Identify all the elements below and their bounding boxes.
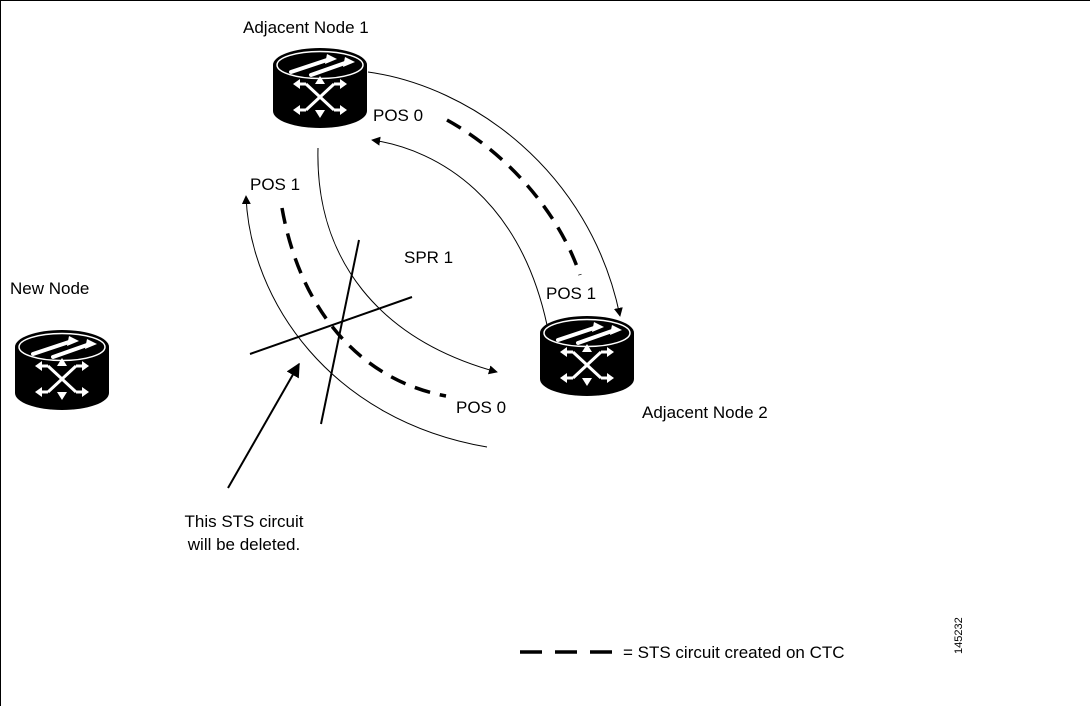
annotation-line-2: will be deleted. xyxy=(187,535,300,554)
sts-circuit-upper xyxy=(446,118,582,276)
legend-text: = STS circuit created on CTC xyxy=(623,643,845,662)
fiber-node1-to-node2 xyxy=(367,71,623,317)
port-label-node1-pos1: POS 1 xyxy=(250,175,300,194)
fiber-node2-to-node1 xyxy=(371,136,548,326)
port-label-node1-pos0: POS 0 xyxy=(373,106,423,125)
annotation-line-1: This STS circuit xyxy=(184,512,303,531)
adjacent-node-1-router-icon xyxy=(271,46,369,130)
port-label-node2-pos1: POS 1 xyxy=(546,284,596,303)
deletion-cross-stroke-1 xyxy=(249,296,413,355)
adjacent-node-1-label: Adjacent Node 1 xyxy=(243,18,369,37)
deletion-cross-stroke-2 xyxy=(320,239,360,425)
adjacent-node-2-label: Adjacent Node 2 xyxy=(642,403,768,422)
fiber-return-span xyxy=(241,195,488,448)
new-node-label: New Node xyxy=(10,279,89,298)
adjacent-node-2-router-icon xyxy=(538,314,636,398)
new-node-router-icon xyxy=(13,328,111,412)
fiber-node1-pos1-span xyxy=(317,147,498,375)
ring-label: SPR 1 xyxy=(404,248,453,267)
sts-circuit-lower xyxy=(280,207,447,398)
figure-id: 145232 xyxy=(953,617,965,654)
port-label-node2-pos0: POS 0 xyxy=(456,398,506,417)
annotation-arrow xyxy=(227,362,300,489)
